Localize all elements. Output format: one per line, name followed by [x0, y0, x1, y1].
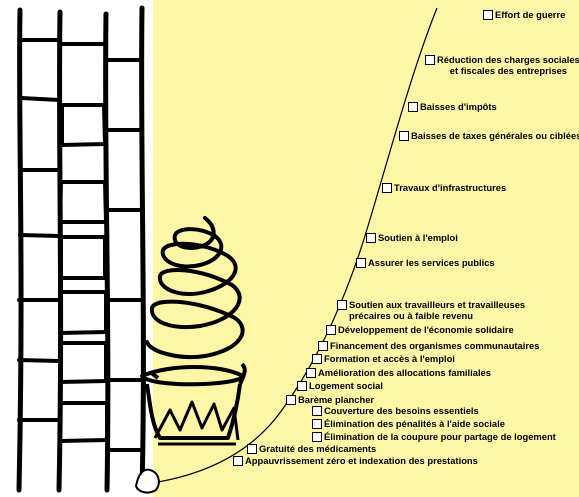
item-travaux-infrastructures: Travaux d'infrastructures — [382, 182, 506, 193]
checkbox-icon[interactable] — [399, 131, 409, 141]
checkbox-icon[interactable] — [312, 432, 322, 442]
item-bareme-plancher: Barème plancher — [286, 394, 374, 405]
stone-icon — [134, 468, 160, 494]
checkbox-icon[interactable] — [425, 55, 435, 65]
item-label: Logement social — [309, 380, 383, 391]
checkbox-icon[interactable] — [483, 10, 493, 20]
checkbox-icon[interactable] — [408, 102, 418, 112]
item-baisses-impots: Baisses d'impôts — [408, 101, 497, 112]
item-label: Amélioration des allocations familiales — [318, 367, 491, 378]
item-coupure-logement: Élimination de la coupure pour partage d… — [312, 431, 556, 442]
fire-icon — [153, 400, 240, 446]
item-formation-emploi: Formation et accès à l'emploi — [312, 353, 455, 364]
checkbox-icon[interactable] — [233, 456, 243, 466]
checkbox-icon[interactable] — [306, 368, 316, 378]
item-label: Développement de l'économie solidaire — [338, 324, 514, 335]
item-economie-solidaire: Développement de l'économie solidaire — [326, 324, 514, 335]
item-penalites-aide-sociale: Élimination des pénalités à l'aide socia… — [312, 418, 505, 429]
cooking-pot-icon — [140, 362, 247, 440]
yellow-background — [153, 0, 579, 497]
item-organismes-communautaires: Financement des organismes communautaire… — [318, 340, 539, 351]
item-soutien-emploi: Soutien à l'emploi — [366, 232, 458, 243]
checkbox-icon[interactable] — [312, 406, 322, 416]
item-label: Travaux d'infrastructures — [394, 182, 507, 193]
checkbox-icon[interactable] — [318, 341, 328, 351]
checkbox-icon[interactable] — [382, 183, 392, 193]
item-label: Soutien à l'emploi — [378, 232, 458, 243]
item-label: Élimination des pénalités à l'aide socia… — [324, 418, 505, 429]
steam-spiral-icon — [145, 216, 245, 359]
item-label: Effort de guerre — [495, 9, 566, 20]
item-label: Baisses de taxes générales ou ciblées — [411, 130, 579, 141]
item-label: Gratuité des médicaments — [259, 443, 377, 454]
item-services-publics: Assurer les services publics — [356, 257, 495, 268]
item-label: Réduction des charges sociales et fiscal… — [437, 54, 579, 76]
checkbox-icon[interactable] — [366, 233, 376, 243]
checkbox-icon[interactable] — [247, 444, 257, 454]
item-label: Barème plancher — [298, 394, 375, 405]
item-besoins-essentiels: Couverture des besoins essentiels — [312, 405, 479, 416]
item-gratuite-medicaments: Gratuité des médicaments — [247, 443, 376, 454]
item-baisses-taxes: Baisses de taxes générales ou ciblées — [399, 130, 579, 141]
item-logement-social: Logement social — [297, 380, 383, 391]
checkbox-icon[interactable] — [337, 300, 347, 310]
item-label: Soutien aux travailleurs et travailleuse… — [349, 299, 526, 321]
checkbox-icon[interactable] — [297, 381, 307, 391]
checkbox-icon[interactable] — [356, 258, 366, 268]
item-soutien-travailleurs: Soutien aux travailleurs et travailleuse… — [337, 299, 525, 321]
checkbox-icon[interactable] — [312, 419, 322, 429]
checkbox-icon[interactable] — [312, 354, 322, 364]
checkbox-icon[interactable] — [286, 395, 296, 405]
item-label: Élimination de la coupure pour partage d… — [324, 431, 556, 442]
item-reduction-charges: Réduction des charges sociales et fiscal… — [425, 54, 579, 76]
checkbox-icon[interactable] — [326, 325, 336, 335]
item-label: Assurer les services publics — [368, 257, 495, 268]
item-label: Formation et accès à l'emploi — [324, 353, 455, 364]
item-effort-de-guerre: Effort de guerre — [483, 9, 565, 20]
item-label: Appauvrissement zéro et indexation des p… — [245, 455, 478, 466]
item-label: Couverture des besoins essentiels — [324, 405, 479, 416]
ladder-illustration — [16, 5, 146, 493]
item-appauvrissement-zero: Appauvrissement zéro et indexation des p… — [233, 455, 478, 466]
item-allocations-familiales: Amélioration des allocations familiales — [306, 367, 491, 378]
item-label: Financement des organismes communautaire… — [330, 340, 540, 351]
item-label: Baisses d'impôts — [420, 101, 497, 112]
